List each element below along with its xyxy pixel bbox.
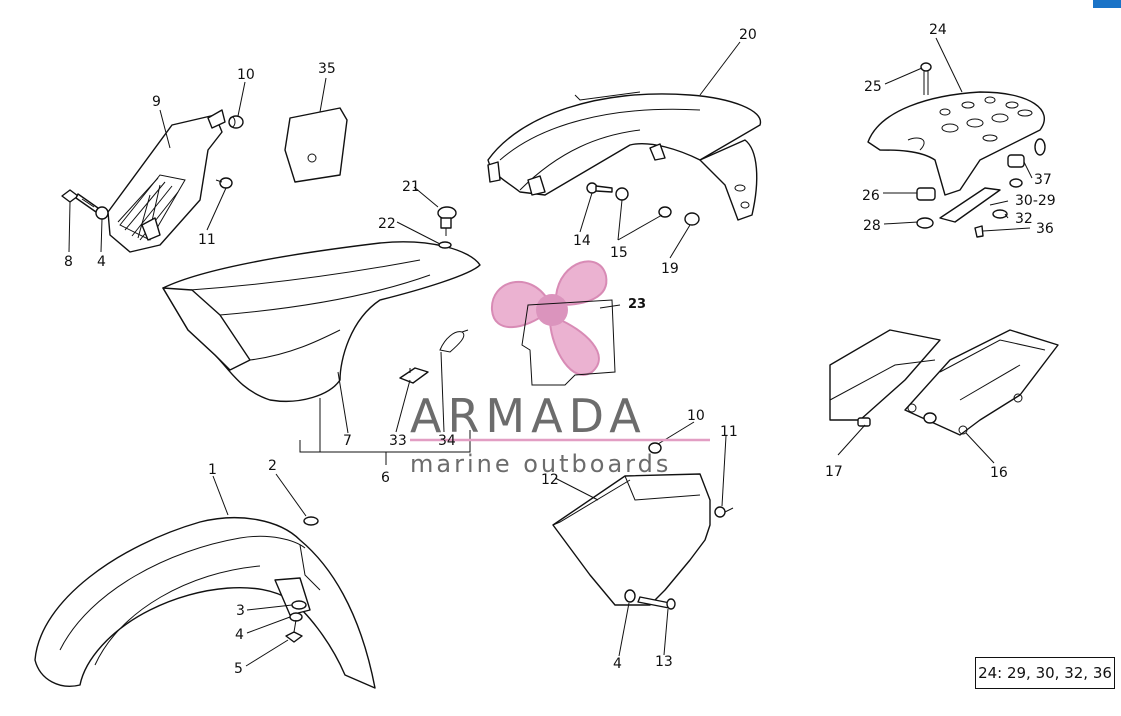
washer-4-right (624, 589, 636, 603)
seat-lock-21 (437, 206, 457, 236)
callout-25: 25 (864, 79, 882, 95)
washer-2 (303, 516, 319, 526)
panel-part-23 (521, 299, 616, 386)
callout-17: 17 (825, 464, 843, 480)
callout-26: 26 (862, 188, 880, 204)
side-panel-right-part (552, 473, 711, 606)
rear-fender-part (487, 91, 762, 221)
bolt-14 (586, 182, 613, 194)
callout-19: 19 (661, 261, 679, 277)
callout-5: 5 (234, 661, 243, 677)
callout-7: 7 (343, 433, 352, 449)
bolt-5 (285, 619, 303, 643)
callout-14: 14 (573, 233, 591, 249)
callout-13: 13 (655, 654, 673, 670)
callout-24: 24 (929, 22, 947, 38)
carrier-frame-part (829, 329, 1059, 436)
washer-22 (438, 241, 452, 249)
bushing-10-right (648, 442, 662, 454)
callout-4-front: 4 (235, 627, 244, 643)
rear-rack-part (867, 91, 1045, 223)
bolt-25 (920, 62, 932, 95)
callout-23: 23 (628, 297, 646, 312)
callout-34: 34 (438, 433, 456, 449)
callout-20: 20 (739, 27, 757, 43)
watermark-text: ARMADA marine outboards (410, 389, 710, 478)
screw-11-top (215, 177, 233, 189)
callout-11-right: 11 (720, 424, 738, 440)
callout-21: 21 (402, 179, 420, 195)
watermark-brand: ARMADA (410, 389, 647, 443)
legend-note: 24: 29, 30, 32, 36 (975, 657, 1115, 689)
callout-6: 6 (381, 470, 390, 486)
callout-4-right: 4 (613, 656, 622, 672)
clip-33 (399, 367, 429, 384)
callout-2: 2 (268, 458, 277, 474)
watermark-propeller-logo (490, 260, 608, 376)
callout-16: 16 (990, 465, 1008, 481)
bushing-19 (684, 212, 700, 226)
callout-10: 10 (237, 67, 255, 83)
rubber-26 (916, 187, 936, 201)
bolt-8 (61, 189, 99, 213)
rubber-37 (1007, 138, 1046, 188)
side-panel-left-part (107, 109, 226, 253)
panel-part-35 (284, 107, 348, 183)
callout-22: 22 (378, 216, 396, 232)
callout-10-right: 10 (687, 408, 705, 424)
callout-30-29: 30-29 (1015, 193, 1056, 209)
callout-labels: 10 9 8 4 11 35 21 22 20 14 15 19 23 24 2… (64, 22, 1056, 677)
callout-33: 33 (389, 433, 407, 449)
callout-11: 11 (198, 232, 216, 248)
strap-34 (439, 329, 469, 353)
washer-4-front (289, 612, 303, 622)
callout-9: 9 (152, 94, 161, 110)
callout-32: 32 (1015, 211, 1033, 227)
nut-16-bolt (923, 412, 937, 424)
callout-3: 3 (236, 603, 245, 619)
corner-tab (1093, 0, 1121, 8)
callout-35: 35 (318, 61, 336, 77)
callout-4: 4 (97, 254, 106, 270)
screw-36 (974, 225, 984, 238)
callout-1: 1 (208, 462, 217, 478)
callout-8: 8 (64, 254, 73, 270)
washer-3 (291, 600, 307, 610)
washer-32 (992, 209, 1008, 219)
callout-37: 37 (1034, 172, 1052, 188)
callout-15: 15 (610, 245, 628, 261)
callout-36: 36 (1036, 221, 1054, 237)
bushing-15 (615, 187, 672, 218)
pin-17 (857, 417, 871, 427)
bushing-10-top (228, 115, 244, 129)
nut-28 (916, 217, 934, 229)
seat-part (162, 241, 481, 402)
screw-11-right (714, 506, 734, 518)
watermark-tagline: marine outboards (410, 450, 671, 478)
callout-12: 12 (541, 472, 559, 488)
callout-28: 28 (863, 218, 881, 234)
bolt-13 (637, 596, 676, 610)
leader-lines (68, 37, 1033, 667)
washer-4-top (95, 206, 109, 220)
front-fender-part (34, 517, 376, 689)
